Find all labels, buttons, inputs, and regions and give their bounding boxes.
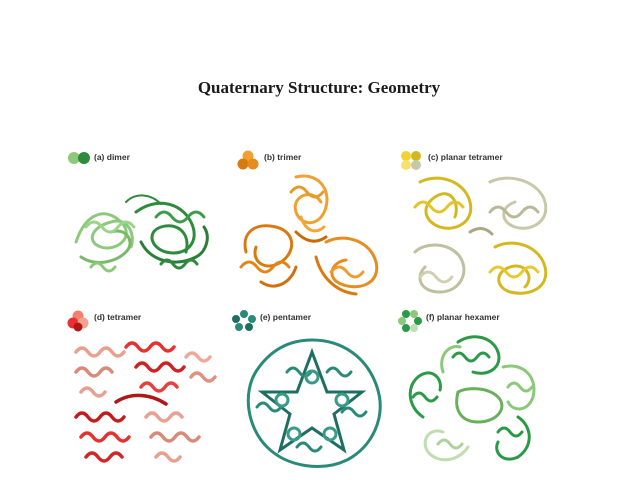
planar-hexamer-subunit-icon [398, 310, 422, 332]
tetramer-subunit-icon [67, 310, 89, 332]
trimer-structure-image [239, 174, 379, 296]
planar-tetramer-subunit-icon [401, 151, 421, 170]
panel-label: (e) pentamer [260, 312, 312, 322]
panel-planar-hexamer: (f) planar hexamer [398, 310, 576, 480]
panel-label: (d) tetramer [94, 312, 142, 322]
pentamer-subunit-icon [232, 310, 256, 331]
panel-header: (a) dimer [66, 150, 244, 170]
panel-header: (f) planar hexamer [398, 310, 576, 332]
planar-hexamer-structure-image [408, 335, 536, 462]
panel-label: (f) planar hexamer [426, 312, 500, 322]
panel-tetramer: (d) tetramer [66, 310, 244, 480]
page-title: Quaternary Structure: Geometry [197, 78, 441, 97]
panel-label: (c) planar tetramer [428, 152, 503, 162]
panel-planar-tetramer: (c) planar tetramer [400, 150, 578, 320]
dimer-subunit-icon [68, 152, 90, 164]
panel-trimer: (b) trimer [236, 150, 414, 320]
panel-header: (b) trimer [236, 150, 414, 170]
planar-tetramer-structure-image [413, 176, 548, 295]
dimer-structure-image [74, 194, 209, 273]
panel-label: (b) trimer [264, 152, 302, 162]
tetramer-structure-image [74, 341, 217, 463]
panel-header: (e) pentamer [232, 310, 410, 331]
pentamer-structure-image [246, 338, 382, 468]
panel-header: (c) planar tetramer [400, 150, 578, 170]
panel-label: (a) dimer [94, 152, 130, 162]
trimer-subunit-icon [237, 150, 259, 170]
panel-dimer: (a) dimer [66, 150, 244, 320]
panel-header: (d) tetramer [66, 310, 244, 332]
panel-pentamer: (e) pentamer [232, 310, 410, 480]
